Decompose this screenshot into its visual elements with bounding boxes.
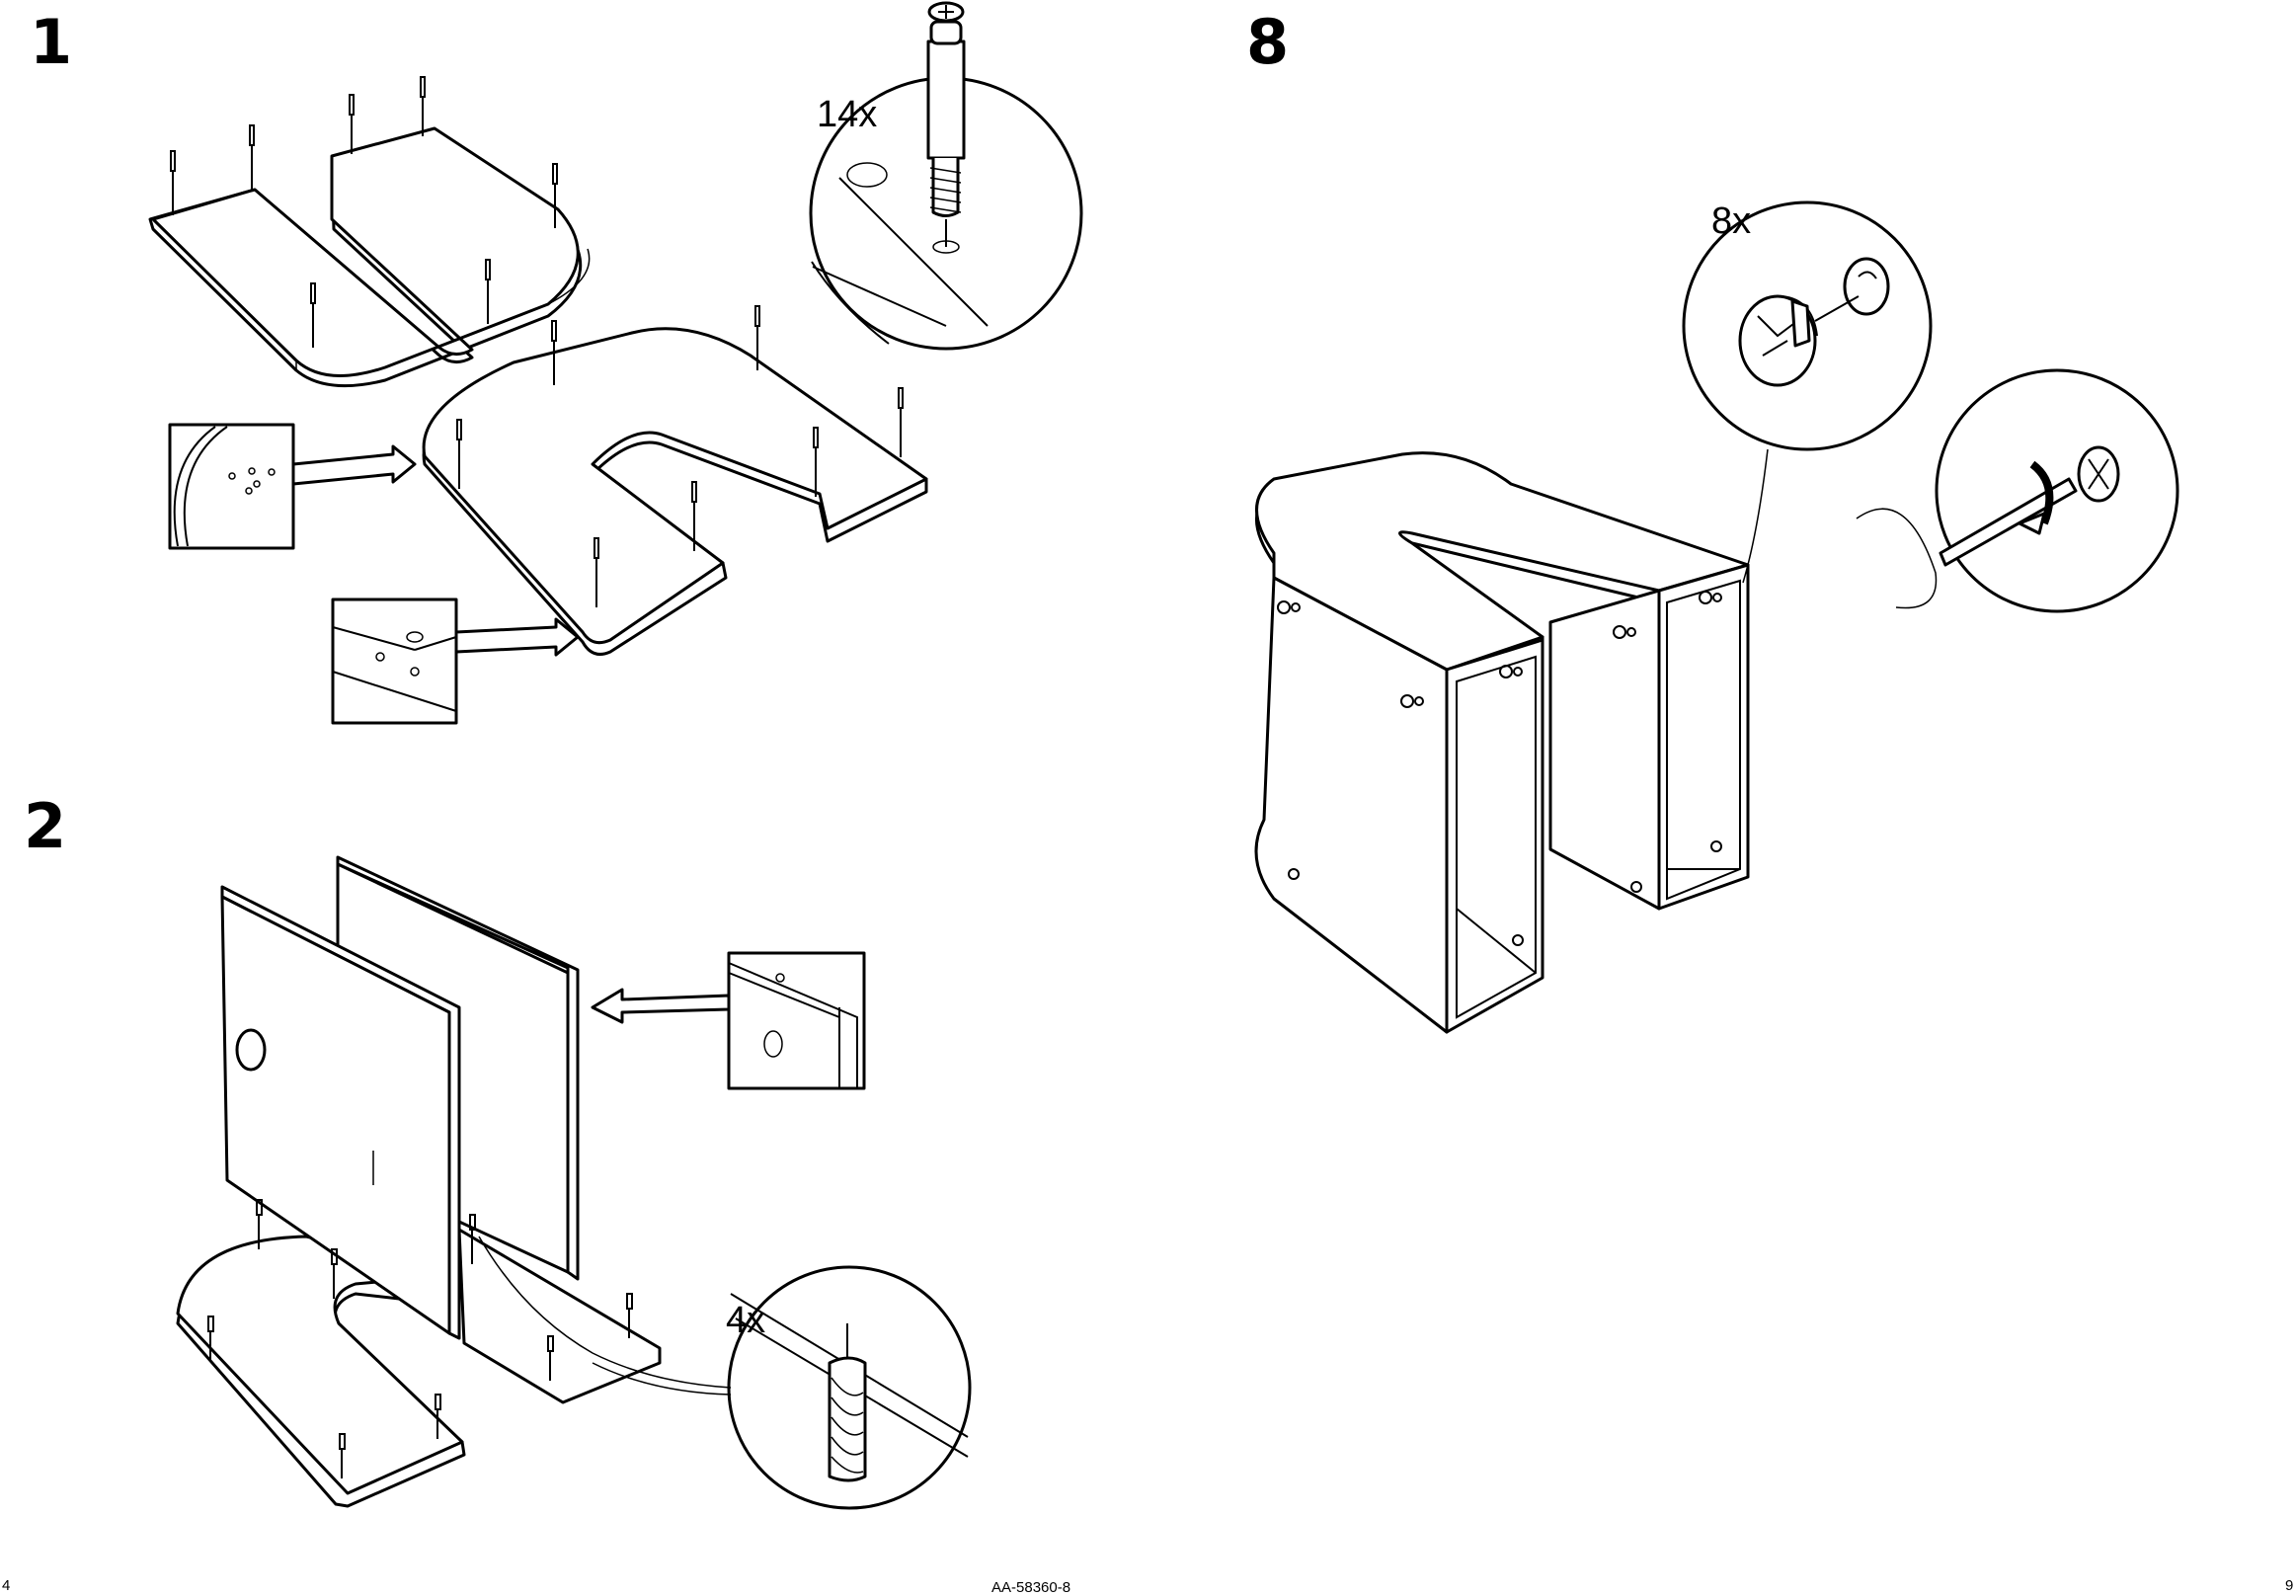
step-number-8: 8 (1246, 12, 1289, 73)
zoom-circle-cam-screw (811, 3, 1081, 349)
quantity-label-dowel: 4x (726, 1302, 765, 1339)
step-1-illustration (150, 3, 1081, 723)
page-number-right: 9 (2285, 1578, 2293, 1593)
quantity-label-cam-screw: 14x (817, 96, 877, 133)
quantity-label-cam-lock: 8x (1711, 202, 1751, 240)
right-side-panel (1550, 591, 1659, 909)
page-number-left: 4 (2, 1578, 10, 1593)
step-8-illustration (1256, 202, 2177, 1032)
article-code: AA-58360-8 (991, 1580, 1070, 1595)
cable-hole (237, 1030, 265, 1070)
zoom-circle-cam-lock (1684, 202, 1931, 583)
step-2-illustration (178, 857, 970, 1508)
detail-box-holes (170, 425, 415, 548)
zoom-circle-screwdriver (1857, 370, 2177, 611)
step-number-2: 2 (24, 796, 66, 857)
step-number-1: 1 (30, 12, 72, 73)
detail-box-edge (333, 599, 578, 723)
detail-box-panel-edge (593, 953, 864, 1088)
